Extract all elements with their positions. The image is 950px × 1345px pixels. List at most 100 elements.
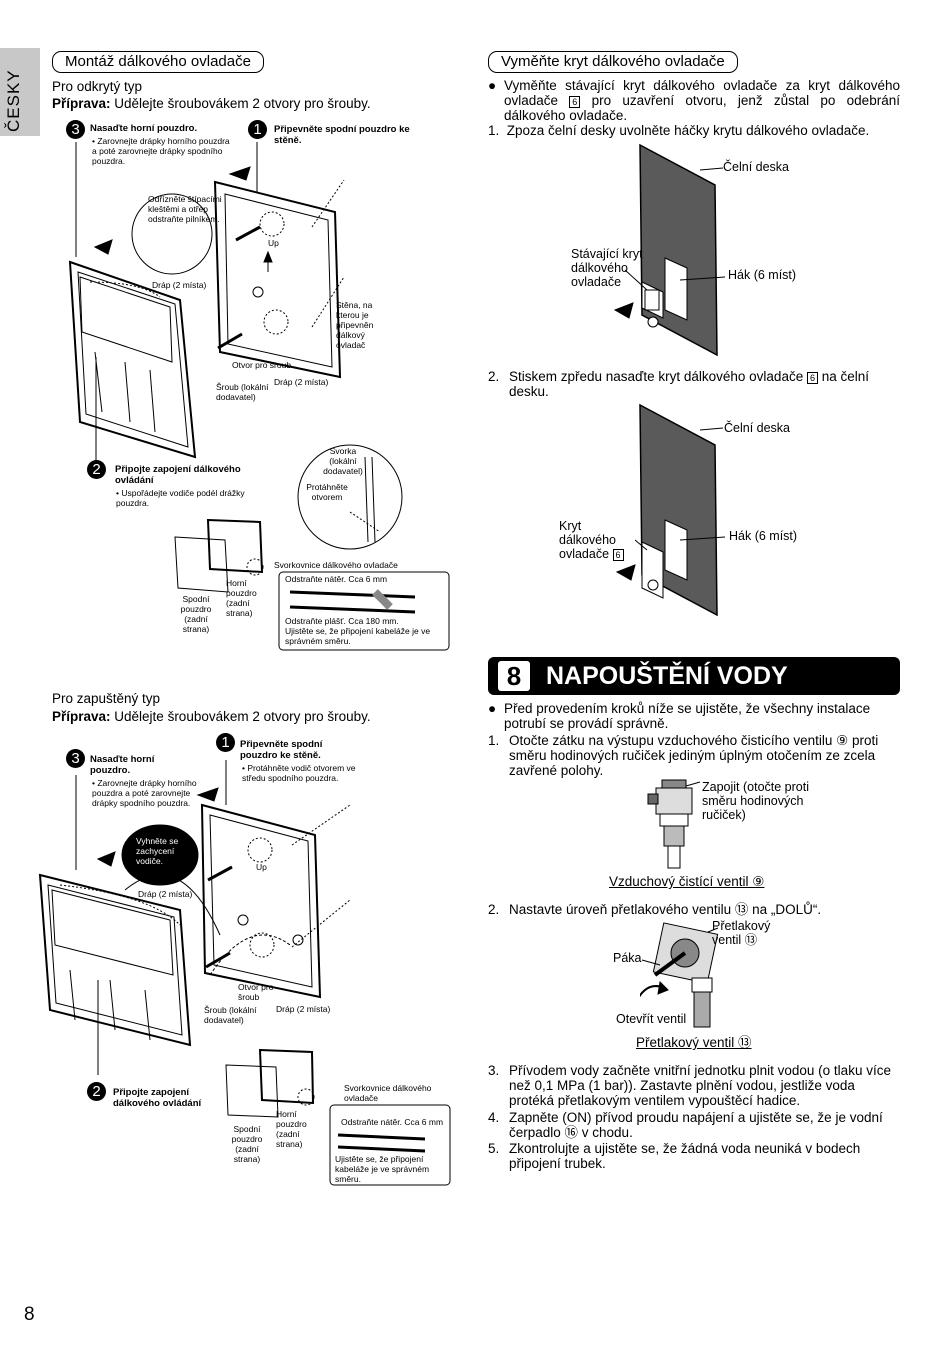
step-text-rest: na čelní desku. bbox=[509, 369, 870, 399]
recessed-step3-title: Nasaďte horní pouzdro. bbox=[90, 754, 155, 776]
section-number: 8 bbox=[498, 661, 530, 691]
exposed-step2-number: 2 bbox=[87, 460, 106, 479]
exposed-up-mark: Up bbox=[268, 238, 279, 248]
recessed-screw-hole-label: Otvor pro šroub bbox=[238, 982, 274, 1002]
relief-valve-caption: Přetlakový ventil ⑬ bbox=[636, 1035, 752, 1050]
section-title-replace-cover: Vyměňte kryt dálkového ovladače bbox=[488, 51, 738, 73]
part-number-box: 6 bbox=[569, 96, 581, 108]
bullet-text: Před provedením kroků níže se ujistěte, … bbox=[504, 701, 871, 731]
prep-text: Udělejte šroubovákem 2 otvory pro šrouby… bbox=[110, 709, 371, 724]
step-number: 2. bbox=[488, 369, 500, 384]
water-bullet: ● Před provedením kroků níže se ujistěte… bbox=[488, 701, 900, 731]
section-title: NAPOUŠTĚNÍ VODY bbox=[546, 662, 788, 690]
section-8-banner: 8 NAPOUŠTĚNÍ VODY bbox=[488, 657, 900, 695]
step-number: 1. bbox=[488, 123, 500, 138]
section-title-mounting: Montáž dálkového ovladače bbox=[52, 51, 264, 73]
exposed-check-cable: Ujistěte se, že připojení kabeláže je ve… bbox=[285, 626, 431, 646]
exposed-pull-through-label: Protáhněte otvorem bbox=[306, 482, 348, 502]
bullet-dot: ● bbox=[488, 78, 497, 93]
recessed-step3-number: 3 bbox=[66, 749, 85, 768]
exposed-step2-title: Připojte zapojení dálkového ovládání bbox=[115, 464, 241, 486]
water-step-4: 4. Zapněte (ON) přívod proudu napájení a… bbox=[488, 1110, 900, 1140]
exposed-preparation: Příprava: Udělejte šroubovákem 2 otvory … bbox=[52, 96, 371, 111]
step-text: Zkontrolujte a ujistěte se, že žádná vod… bbox=[509, 1141, 861, 1171]
exposed-step1-number: 1 bbox=[248, 120, 267, 139]
prep-text: Udělejte šroubovákem 2 otvory pro šrouby… bbox=[110, 96, 371, 111]
bullet-dot: ● bbox=[488, 701, 497, 716]
part-number-box: 6 bbox=[806, 372, 818, 384]
exposed-step1-title: Připevněte spodní pouzdro ke stěně. bbox=[274, 124, 410, 146]
exposed-claw-label-1: Dráp (2 místa) bbox=[152, 280, 207, 290]
front-panel-diagram-2 bbox=[615, 403, 726, 617]
hook-label-2: Hák (6 míst) bbox=[729, 529, 798, 543]
front-panel-diagram-1 bbox=[613, 143, 726, 357]
recessed-step1-text: • Protáhněte vodič otvorem ve středu spo… bbox=[242, 763, 356, 783]
recessed-claw-label-2: Dráp (2 místa) bbox=[276, 1004, 331, 1014]
relief-valve-label: Přetlakový ventil ⑬ bbox=[712, 919, 771, 947]
step-number: 2. bbox=[488, 902, 500, 917]
step-text: Otočte zátku na výstupu vzduchového čist… bbox=[509, 733, 879, 778]
recessed-up-mark: Up bbox=[256, 862, 267, 872]
exposed-terminal-label: Svorkovnice dálkového ovladače bbox=[274, 560, 398, 570]
plug-note: Zapojit (otočte proti směru hodinových r… bbox=[702, 780, 809, 822]
water-step-1: 1. Otočte zátku na výstupu vzduchového č… bbox=[488, 733, 900, 778]
exposed-step3-number: 3 bbox=[66, 120, 85, 139]
exposed-step2-text: • Uspořádejte vodiče podél drážky pouzdr… bbox=[116, 488, 245, 508]
recessed-lower-case-label: Spodní pouzdro (zadní strana) bbox=[231, 1124, 263, 1164]
part-number-box: 6 bbox=[612, 549, 624, 561]
recessed-mount-diagram bbox=[38, 760, 451, 1186]
water-step-3: 3. Přívodem vody začněte vnitřní jednotk… bbox=[488, 1063, 900, 1108]
exposed-type-label: Pro odkrytý typ bbox=[52, 79, 143, 94]
existing-cover-label: Stávající kryt dálkového ovladače bbox=[571, 247, 643, 289]
hook-label-1: Hák (6 míst) bbox=[728, 268, 797, 282]
recessed-screw-label: Šroub (lokální dodavatel) bbox=[204, 1005, 257, 1025]
exposed-step3-text: • Zarovnejte drápky horního pouzdra a po… bbox=[92, 136, 230, 166]
exposed-clamp-label: Svorka (lokální dodavatel) bbox=[323, 446, 363, 476]
step-text: Zpoza čelní desky uvolněte háčky krytu d… bbox=[506, 123, 870, 138]
recessed-terminal-label: Svorkovnice dálkového ovladače bbox=[344, 1083, 432, 1103]
step-text: Přívodem vody začněte vnitřní jednotku p… bbox=[509, 1063, 891, 1108]
cover-label: Kryt dálkového ovladače 6 bbox=[559, 519, 639, 561]
front-panel-label-2: Čelní deska bbox=[724, 421, 791, 435]
recessed-step2-title: Připojte zapojení dálkového ovládání bbox=[113, 1087, 202, 1109]
bullet-rest: pro uzavření otvoru, jenž zůstal po odeb… bbox=[504, 93, 900, 123]
recessed-step1-title: Připevněte spodní pouzdro ke stěně. bbox=[240, 739, 323, 761]
replace-cover-bullet: ● Vyměňte stávající kryt dálkového ovlad… bbox=[488, 78, 900, 123]
page-number: 8 bbox=[24, 1304, 35, 1325]
step-text: Zapněte (ON) přívod proudu napájení a uj… bbox=[509, 1110, 883, 1140]
prep-label: Příprava: bbox=[52, 96, 111, 111]
exposed-mount-diagram bbox=[68, 142, 450, 651]
exposed-step3-title: Nasaďte horní pouzdro. bbox=[90, 123, 198, 134]
recessed-strip-coating: Odstraňte nátěr. Cca 6 mm bbox=[341, 1117, 444, 1127]
recessed-avoid-note: Vyhněte se zachycení vodiče. bbox=[136, 836, 179, 866]
recessed-step1-number: 1 bbox=[216, 733, 235, 752]
recessed-step2-number: 2 bbox=[87, 1082, 106, 1101]
recessed-claw-label-1: Dráp (2 místa) bbox=[138, 889, 193, 899]
air-purge-valve-drawing bbox=[647, 779, 701, 869]
bullet-text: Vyměňte stávající kryt dálkového ovladač… bbox=[504, 78, 900, 108]
water-step-2: 2. Nastavte úroveň přetlakového ventilu … bbox=[488, 902, 900, 917]
lever-label: Páka bbox=[613, 951, 642, 965]
water-step-5: 5. Zkontrolujte a ujistěte se, že žádná … bbox=[488, 1141, 900, 1171]
replace-step-2: 2. Stiskem zpředu nasaďte kryt dálkového… bbox=[488, 369, 900, 399]
air-valve-caption: Vzduchový čistící ventil ⑨ bbox=[609, 874, 765, 889]
recessed-type-label: Pro zapuštěný typ bbox=[52, 691, 161, 706]
exposed-strip-coating: Odstraňte nátěr. Cca 6 mm bbox=[285, 574, 388, 584]
exposed-wall-label: Stěna, na kterou je připevněn dálkový ov… bbox=[336, 300, 374, 350]
step-number: 1. bbox=[488, 733, 500, 748]
step-number: 5. bbox=[488, 1141, 500, 1156]
exposed-upper-case-label: Horní pouzdro (zadní strana) bbox=[226, 578, 257, 618]
step-number: 3. bbox=[488, 1063, 500, 1078]
exposed-screw-label: Šroub (lokální dodavatel) bbox=[216, 382, 269, 402]
language-label: ČESKY bbox=[4, 69, 23, 132]
step-text: Nastavte úroveň přetlakového ventilu ⑬ n… bbox=[509, 902, 822, 917]
replace-step-1: 1. Zpoza čelní desky uvolněte háčky kryt… bbox=[488, 123, 869, 138]
pressure-relief-valve-drawing bbox=[640, 922, 719, 1028]
exposed-screw-hole-label: Otvor pro šroub bbox=[232, 360, 292, 370]
recessed-check-cable: Ujistěte se, že připojení kabeláže je ve… bbox=[335, 1154, 430, 1184]
open-valve-label: Otevřít ventil bbox=[616, 1012, 687, 1026]
exposed-cut-note: Odřízněte štípacími kleštěmi a otřep ods… bbox=[148, 194, 222, 224]
step-text: Stiskem zpředu nasaďte kryt dálkového ov… bbox=[509, 369, 804, 384]
exposed-claw-label-2: Dráp (2 místa) bbox=[274, 377, 329, 387]
step-number: 4. bbox=[488, 1110, 500, 1125]
